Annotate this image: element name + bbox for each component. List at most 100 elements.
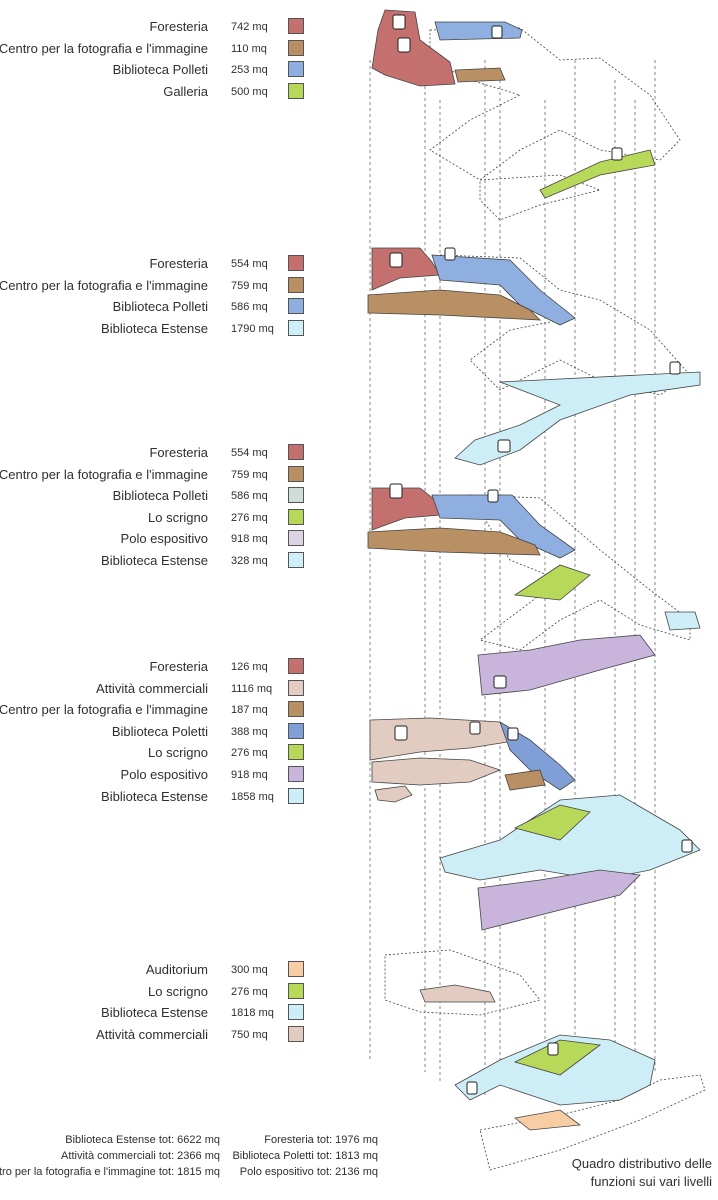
lift-icon [444,247,456,261]
legend-color-swatch [288,82,304,99]
caption: Quadro distributivo delle funzioni sui v… [572,1155,712,1191]
legend-area-value: 750 mq [231,1028,268,1041]
level-1-plan [371,9,681,221]
legend-color-swatch [288,487,304,504]
toilet-icon [397,37,411,53]
total-poletti: Biblioteca Poletti tot: 1813 mq [232,1150,378,1162]
legend-function-name: Polo espositivo [120,531,208,547]
legend-function-name: Biblioteca Polleti [112,299,208,315]
legend-row: Attività commerciali 1116 mq [0,679,312,701]
legend-area-value: 554 mq [231,258,268,270]
toilet-icon [497,439,511,453]
legend-area-value: 126 mq [231,661,268,673]
total-estense: Biblioteca Estense tot: 6622 mq [65,1134,220,1146]
legend-row: Lo scrigno 276 mq [0,508,312,530]
stair-icon [394,725,408,741]
attivita-block [419,984,496,1003]
total-foresteria: Foresteria tot: 1976 mq [264,1134,378,1146]
estense-block [454,371,701,466]
level-2-plan [367,247,701,466]
legend-color-swatch [288,552,304,568]
legend-function-name: Biblioteca Estense [101,788,208,804]
totals-left: Biblioteca Estense tot: 6622 mq Attività… [0,1134,220,1182]
legend-row: Foresteria 126 mq [0,657,312,679]
legend-area-value: 554 mq [231,447,268,459]
legend-color-swatch [288,961,304,977]
legend-color-swatch [288,787,304,804]
lift-icon-2 [681,839,693,853]
totals-right: Foresteria tot: 1976 mq Biblioteca Polet… [232,1134,378,1182]
legend-function-name: Attività commerciali [96,1026,208,1042]
legend-area-value: 1790 mq [231,322,274,335]
total-attivita: Attività commerciali tot: 2366 mq [61,1150,220,1162]
scrigno-block [513,804,591,841]
legend-row: Auditorium 300 mq [0,960,312,982]
legend-row: Centro per la fotografia e l'immagine 110… [0,39,312,61]
lift-icon-2 [669,361,681,375]
legend-area-value: 253 mq [231,64,268,77]
legend-color-swatch [288,39,304,56]
legend-function-name: Centro per la fotografia e l'immagine [0,40,208,56]
legend-area-value: 918 mq [231,533,268,546]
legend-area-value: 110 mq [231,42,267,55]
legend-function-name: Foresteria [149,256,208,271]
legend-color-swatch [288,766,304,782]
legend-function-name: Lo scrigno [148,509,208,525]
legend-row: Foresteria 554 mq [0,254,312,276]
centro-block [367,527,541,556]
legend-area-value: 742 mq [231,21,268,33]
legend-row: Polo espositivo 918 mq [0,529,312,551]
outline-dotted-2 [479,1074,706,1171]
legend-function-name: Auditorium [145,962,208,977]
estense-block [439,794,701,881]
scrigno-block [513,564,591,601]
lift-icon [491,25,503,39]
outline-dotted [384,949,541,1016]
legend-function-name: Biblioteca Polleti [112,488,208,504]
legend-function-name: Centro per la fotografia e l'immagine [0,702,208,718]
legend-function-name: Attività commerciali [96,680,208,696]
stair-icon [389,483,403,499]
legend-function-name: Polo espositivo [120,767,208,782]
level-3-plan [367,483,701,696]
attivita-block [369,717,521,761]
legend-function-name: Biblioteca Estense [101,1005,208,1021]
legend-color-swatch [288,530,304,547]
legend-color-swatch [288,319,304,336]
legend-function-name: Biblioteca Estense [101,553,208,568]
legend-area-value: 500 mq [231,85,268,98]
legend-area-value: 276 mq [231,511,268,524]
auditorium-block [514,1109,582,1131]
legend-area-value: 1116 mq [231,682,273,695]
polletti-block [431,494,576,559]
foresteria-block [371,487,441,531]
legend-color-swatch [288,744,304,761]
legend-area-value: 586 mq [231,490,268,503]
legend-color-swatch [288,298,304,315]
legend-area-value: 276 mq [231,747,268,760]
legend-color-swatch [288,658,304,674]
legend-function-name: Foresteria [149,659,208,674]
caption-line-1: Quadro distributivo delle [571,1156,712,1171]
legend-function-name: Biblioteca Polleti [112,62,208,78]
legend-area-value: 187 mq [231,704,268,717]
legend-area-value: 300 mq [231,964,268,976]
polletti-block [434,21,523,41]
total-centro: Centro per la fotografia e l'immagine to… [0,1166,220,1178]
stair-icon [392,14,406,30]
level-5-plan [384,949,706,1171]
legend-area-value: 328 mq [231,555,268,567]
lift-icon [487,489,499,503]
legend-color-swatch [288,444,304,460]
legend-area-value: 586 mq [231,301,268,314]
legend-area-value: 276 mq [231,985,268,998]
legend-color-swatch [288,1025,304,1042]
